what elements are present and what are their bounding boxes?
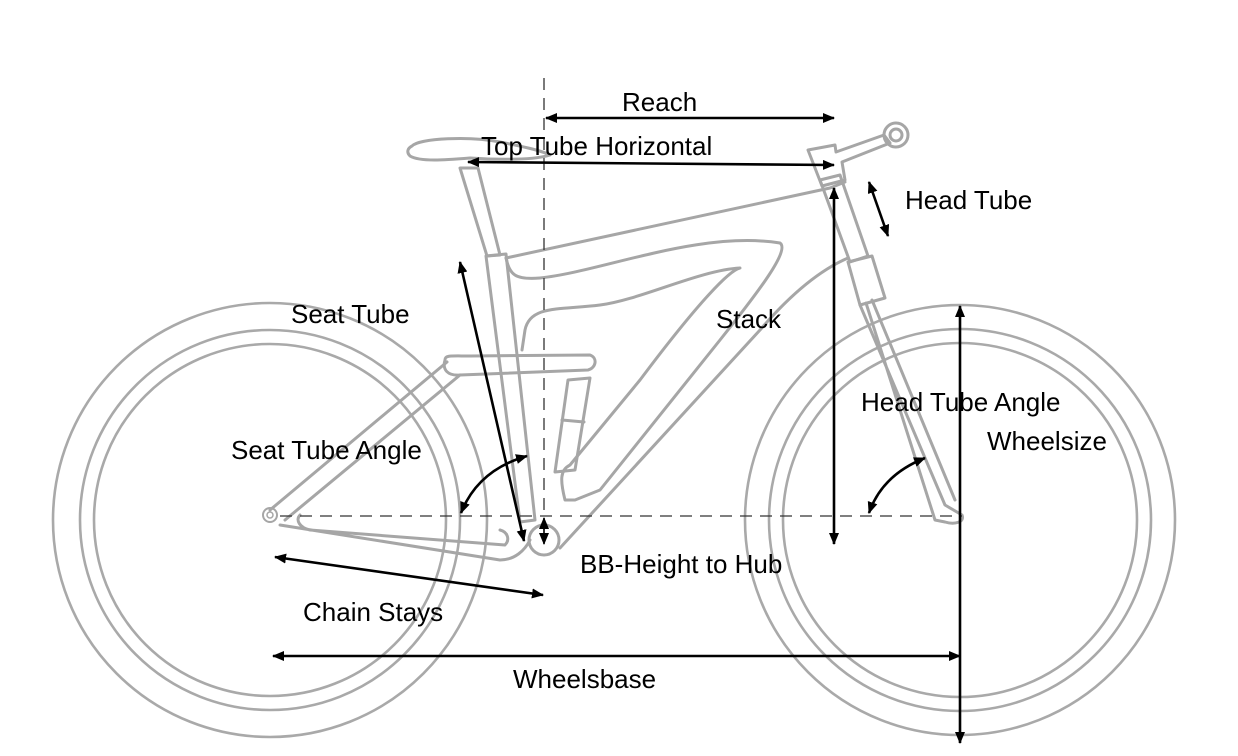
rear-axle [262, 507, 278, 523]
head-tube-angle-arrow [867, 456, 926, 514]
seat-tube-angle-arrow [459, 454, 528, 514]
top-tube-horizontal-label: Top Tube Horizontal [481, 131, 712, 161]
handlebar [882, 121, 910, 149]
bb-height-to-hub-label: BB-Height to Hub [580, 549, 782, 579]
chain-stays-arrow [274, 553, 544, 599]
wheelsize-label: Wheelsize [987, 426, 1107, 456]
reach-label: Reach [622, 87, 697, 117]
fork-crown [846, 254, 887, 307]
seat-stay [268, 360, 462, 522]
seat-tube-angle-label: Seat Tube Angle [231, 435, 422, 465]
head-tube-angle-label: Head Tube Angle [861, 387, 1061, 417]
stem [806, 133, 892, 188]
chain-stay [278, 513, 532, 562]
head-tube-label: Head Tube [905, 185, 1032, 215]
shock-band [560, 418, 586, 424]
rear-rim-outer [78, 328, 462, 712]
rear-wheel [51, 301, 489, 739]
top-tube-upper [504, 180, 847, 260]
seatpost [458, 166, 502, 258]
rear-rim-inner [92, 342, 448, 698]
stack-label: Stack [716, 304, 782, 334]
top-tube-arrow [467, 157, 835, 170]
wheelbase-label: Wheelsbase [513, 664, 656, 694]
fork-lower [870, 298, 957, 502]
top-tube [504, 239, 784, 502]
seat-tube-label: Seat Tube [291, 299, 410, 329]
head-tube-arrow [867, 181, 890, 237]
rocker-link [442, 353, 597, 377]
rear-axle-center [266, 511, 274, 519]
chain-stays-label: Chain Stays [303, 597, 443, 627]
rear-tire-outer [51, 301, 489, 739]
handlebar-inner [888, 127, 904, 143]
rear-shock [553, 376, 592, 474]
bike-frame [268, 121, 965, 562]
